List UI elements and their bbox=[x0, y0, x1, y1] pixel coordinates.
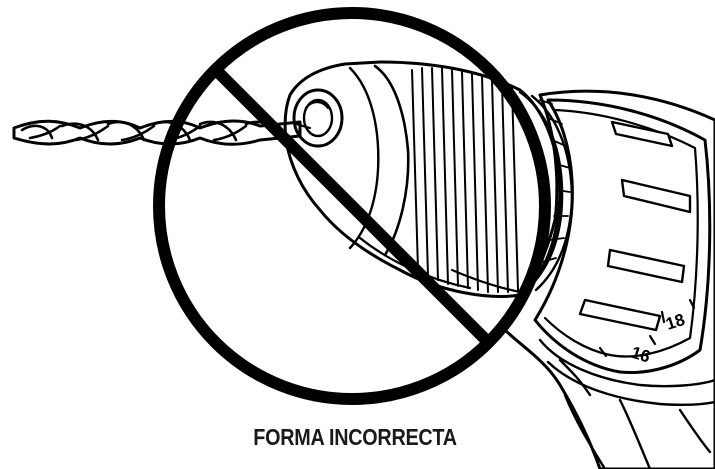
chuck-grip-ribs bbox=[412, 68, 518, 292]
dial-number-18: 18 bbox=[663, 310, 687, 334]
caption-title: FORMA INCORRECTA bbox=[48, 424, 663, 451]
dial-number-16: 16 bbox=[629, 343, 653, 367]
drill-bit bbox=[14, 121, 300, 144]
clutch-ribs bbox=[580, 122, 690, 330]
